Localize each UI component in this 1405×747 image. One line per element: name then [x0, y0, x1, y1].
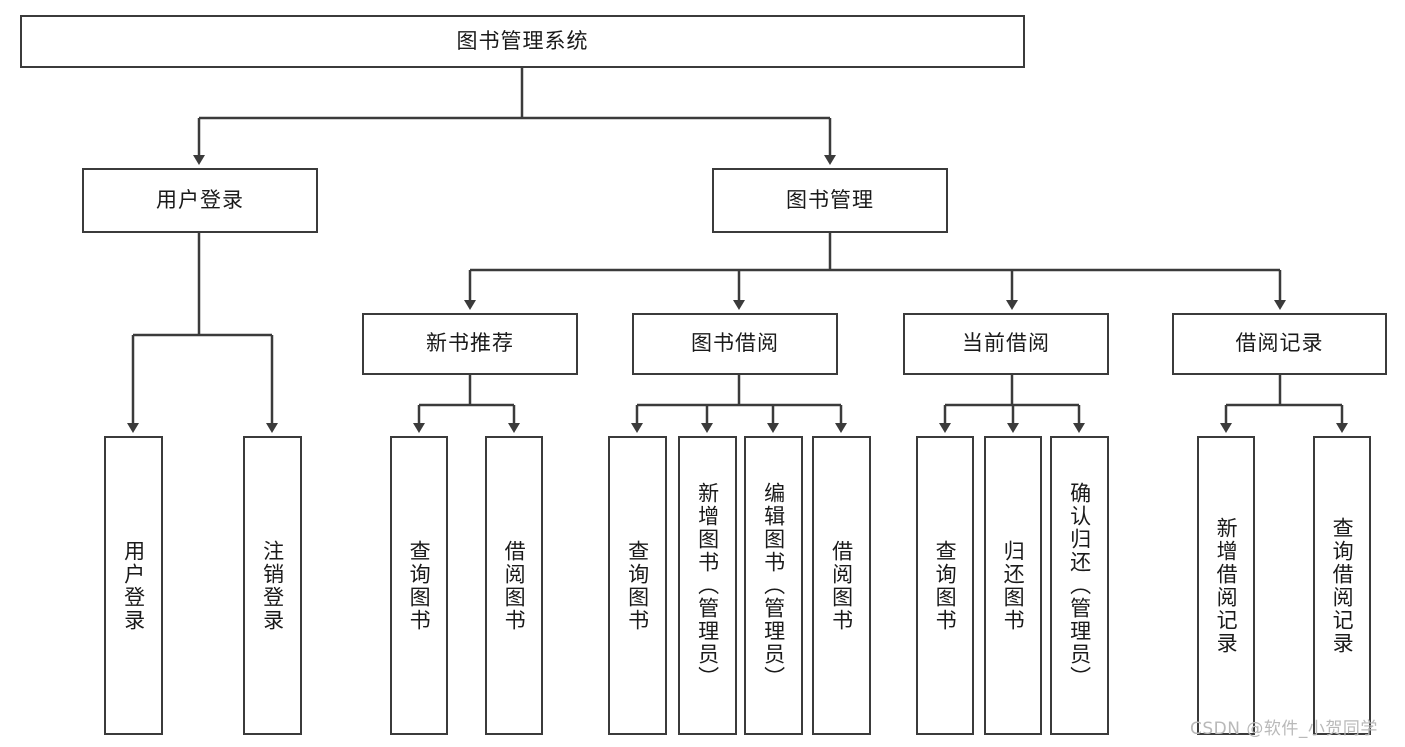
- node-leaf-borrow-edit-label: 编辑图书（管理员）: [761, 482, 786, 689]
- node-leaf-user-logout-label: 注销登录: [260, 539, 285, 632]
- node-leaf-cur-query-label: 查询图书: [933, 539, 958, 632]
- node-leaf-rec-query-label: 查询图书: [407, 539, 432, 632]
- node-root[interactable]: 图书管理系统: [20, 15, 1025, 68]
- node-leaf-rec-search[interactable]: 查询借阅记录: [1313, 436, 1371, 735]
- node-leaf-user-login-label: 用户登录: [121, 539, 146, 632]
- node-borrow-record-label: 借阅记录: [1235, 331, 1324, 356]
- node-leaf-borrow-add[interactable]: 新增图书（管理员）: [678, 436, 737, 735]
- node-book-borrow[interactable]: 图书借阅: [632, 313, 838, 375]
- node-leaf-borrow-add-label: 新增图书（管理员）: [695, 482, 720, 689]
- node-leaf-borrow-lend[interactable]: 借阅图书: [812, 436, 871, 735]
- node-new-book-rec-label: 新书推荐: [426, 331, 514, 356]
- node-leaf-borrow-query-label: 查询图书: [625, 539, 650, 632]
- node-leaf-cur-confirm[interactable]: 确认归还（管理员）: [1050, 436, 1109, 735]
- node-current-borrow-label: 当前借阅: [962, 331, 1050, 356]
- node-root-label: 图书管理系统: [456, 28, 589, 53]
- node-leaf-rec-search-label: 查询借阅记录: [1330, 516, 1355, 655]
- node-user-login[interactable]: 用户登录: [82, 168, 318, 233]
- node-book-borrow-label: 图书借阅: [691, 331, 779, 356]
- node-leaf-rec-add-label: 新增借阅记录: [1214, 516, 1239, 655]
- node-leaf-rec-borrow-label: 借阅图书: [502, 539, 527, 632]
- node-leaf-cur-confirm-label: 确认归还（管理员）: [1067, 482, 1092, 689]
- node-leaf-cur-return[interactable]: 归还图书: [984, 436, 1042, 735]
- node-leaf-borrow-query[interactable]: 查询图书: [608, 436, 667, 735]
- node-leaf-borrow-lend-label: 借阅图书: [829, 539, 854, 632]
- node-leaf-rec-query[interactable]: 查询图书: [390, 436, 448, 735]
- node-leaf-user-logout[interactable]: 注销登录: [243, 436, 302, 735]
- node-book-manage-label: 图书管理: [786, 187, 874, 212]
- node-leaf-borrow-edit[interactable]: 编辑图书（管理员）: [744, 436, 803, 735]
- node-leaf-user-login[interactable]: 用户登录: [104, 436, 163, 735]
- node-current-borrow[interactable]: 当前借阅: [903, 313, 1109, 375]
- watermark-text: CSDN @软件_小贺同学: [1190, 719, 1378, 739]
- node-leaf-rec-add[interactable]: 新增借阅记录: [1197, 436, 1255, 735]
- node-new-book-rec[interactable]: 新书推荐: [362, 313, 578, 375]
- node-user-login-label: 用户登录: [156, 187, 244, 212]
- node-leaf-cur-return-label: 归还图书: [1001, 539, 1026, 632]
- node-leaf-rec-borrow[interactable]: 借阅图书: [485, 436, 543, 735]
- node-borrow-record[interactable]: 借阅记录: [1172, 313, 1387, 375]
- node-book-manage[interactable]: 图书管理: [712, 168, 948, 233]
- node-leaf-cur-query[interactable]: 查询图书: [916, 436, 974, 735]
